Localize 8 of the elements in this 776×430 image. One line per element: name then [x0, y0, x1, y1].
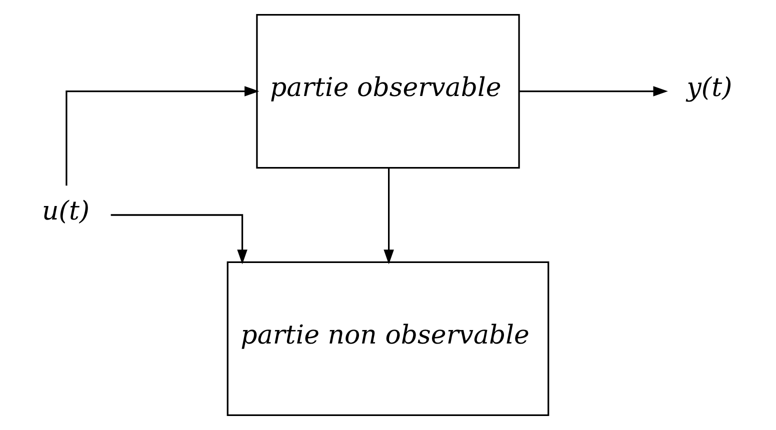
- node-text: y(t): [686, 72, 732, 103]
- node-box: partie non observable: [226, 261, 550, 416]
- arrow: [110, 214, 248, 264]
- arrow: [66, 86, 260, 186]
- arrow: [384, 168, 394, 264]
- arrow: [519, 86, 668, 96]
- node-text: u(t): [42, 196, 90, 227]
- node-box: partie observable: [256, 14, 520, 169]
